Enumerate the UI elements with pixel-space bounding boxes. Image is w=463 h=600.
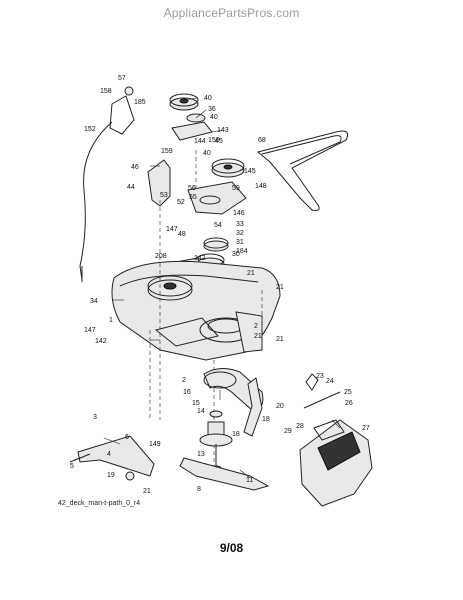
part-label: 142 [194,255,206,262]
part-label: 15 [192,400,200,407]
part-label: 40 [210,114,218,121]
part-label: 26 [345,400,353,407]
part-label: 4 [107,451,111,458]
part-label: 33 [236,221,244,228]
arm-20 [243,377,263,437]
part-label: 53 [160,192,168,199]
part-label: 152 [84,126,96,133]
spindle-assembly [199,410,233,471]
part-label: 13 [197,451,205,458]
part-label: 147 [84,327,96,334]
part-label: 40 [203,150,211,157]
part-label: 158 [100,88,112,95]
part-label: 31 [236,239,244,246]
part-label: 18 [262,416,270,423]
part-label: 48 [178,231,186,238]
part-label: 25 [344,389,352,396]
part-label: 23 [316,373,324,380]
part-label: 2 [182,377,186,384]
part-label: 24 [326,378,334,385]
part-label: 148 [255,183,267,190]
part-label: 208 [155,253,167,260]
part-label: 150 [208,137,220,144]
drawing-code: 42_deck_man-t-path_0_r4 [58,500,141,507]
part-label: 21 [143,488,151,495]
part-label: 11 [246,477,253,484]
part-label: 143 [217,127,229,134]
part-label: 21 [276,336,284,343]
part-label: 20 [276,403,284,410]
blade-11 [179,457,270,491]
part-label: 45 [215,138,223,145]
engine-pulley-stack [169,93,245,178]
part-label: 21 [247,270,255,277]
part-label: 36 [208,106,216,113]
part-label: 28 [296,423,304,430]
part-label: 59 [232,185,240,192]
part-label: 8 [197,486,201,493]
watermark: AppliancePartsPros.com [163,6,300,20]
part-label: 149 [149,441,161,448]
part-label: 19 [107,472,115,479]
part-label: 1 [109,317,113,324]
part-label: 30 [232,251,240,258]
part-label: 146 [233,210,245,217]
part-label: 185 [134,99,146,106]
part-label: 159 [161,148,173,155]
part-label: 147 [166,226,178,233]
part-label: 56 [188,185,196,192]
part-labels: 57 158 185 40 36 40 143 45 68 152 144 15… [70,75,370,495]
part-label: 142 [95,338,107,345]
part-label: 6 [125,434,129,441]
part-label: 184 [236,248,248,255]
part-label: 29 [284,428,292,435]
part-label: 145 [244,168,256,175]
part-label: 44 [127,184,135,191]
part-label: 18 [232,431,240,438]
part-label: 27 [362,425,370,432]
part-label: 5 [70,463,74,470]
part-label: 21 [254,333,262,340]
part-label: 21 [276,284,284,291]
part-label: 2 [254,323,258,330]
cable-152 [79,121,113,281]
discharge-chute [299,419,373,507]
belt-68 [256,130,349,211]
bracket-44 [147,159,171,207]
part-label: 68 [258,137,266,144]
part-label: 46 [131,164,139,171]
part-label: 52 [177,199,185,206]
part-label: 3 [93,414,97,421]
part-label: 54 [214,222,222,229]
part-label: 16 [183,389,191,396]
part-label: 55 [189,194,197,201]
part-label: 57 [118,75,126,82]
part-label: 14 [197,408,205,415]
part-label: 40 [204,95,212,102]
mower-deck [111,260,281,361]
part-label: 32 [236,230,244,237]
bracket-6 [77,435,155,477]
part-label: 144 [194,138,206,145]
date-code: 9/08 [219,541,244,555]
part-label: 34 [90,298,98,305]
